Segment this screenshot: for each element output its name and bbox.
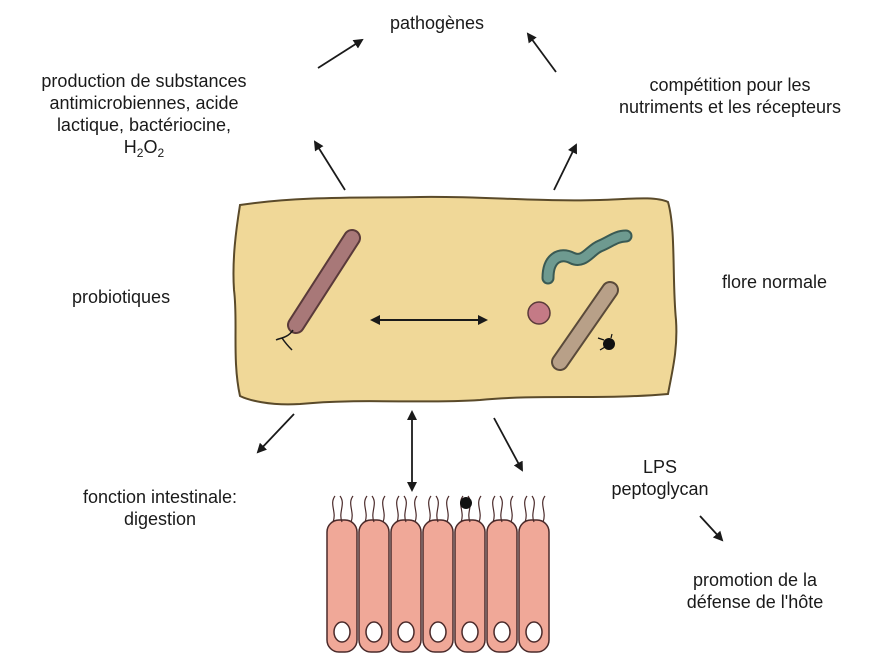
- label-pathogens: pathogènes: [372, 12, 502, 34]
- cell-nucleus: [398, 622, 414, 642]
- microvillus: [372, 496, 374, 522]
- arrow-to-competition: [554, 145, 576, 190]
- label-probiotics: probiotiques: [72, 286, 170, 308]
- label-h2o2: H2O2: [8, 136, 280, 164]
- arrow-to-lps: [494, 418, 522, 470]
- label-lps-peptidoglycan: LPS peptoglycan: [585, 456, 735, 500]
- microvillus: [543, 496, 545, 522]
- cell-nucleus: [462, 622, 478, 642]
- microvillus: [500, 496, 502, 522]
- microvillus: [525, 496, 527, 522]
- cell-nucleus: [430, 622, 446, 642]
- microvillus: [447, 496, 449, 522]
- label-host-defense: promotion de la défense de l'hôte: [660, 569, 850, 613]
- epithelial-cells: [327, 496, 549, 652]
- cell-nucleus: [334, 622, 350, 642]
- microvillus: [397, 496, 399, 522]
- microvillus: [333, 496, 335, 522]
- microvillus: [511, 496, 513, 522]
- label-digestion: fonction intestinale: digestion: [50, 486, 270, 530]
- arrow-to-pathogens-left: [318, 40, 362, 68]
- epithelium-bacterium: [460, 497, 472, 509]
- microvillus: [365, 496, 367, 522]
- arrow-to-pathogens-right: [528, 34, 556, 72]
- cell-nucleus: [526, 622, 542, 642]
- cell-nucleus: [494, 622, 510, 642]
- microvillus: [429, 496, 431, 522]
- cell-nucleus: [366, 622, 382, 642]
- label-antimicrobial: production de substances antimicrobienne…: [8, 70, 280, 164]
- microvillus: [479, 496, 481, 522]
- label-normal-flora: flore normale: [722, 271, 827, 293]
- microvillus: [340, 496, 342, 522]
- label-competition: compétition pour les nutriments et les r…: [595, 74, 865, 118]
- microvillus: [415, 496, 417, 522]
- microvillus: [404, 496, 406, 522]
- microvillus: [351, 496, 353, 522]
- microvillus: [383, 496, 385, 522]
- microvillus: [493, 496, 495, 522]
- arrow-to-digestion: [258, 414, 294, 452]
- arrow-to-defense: [700, 516, 722, 540]
- microvillus: [532, 496, 534, 522]
- arrow-to-antimicrobial: [315, 142, 345, 190]
- microvillus: [436, 496, 438, 522]
